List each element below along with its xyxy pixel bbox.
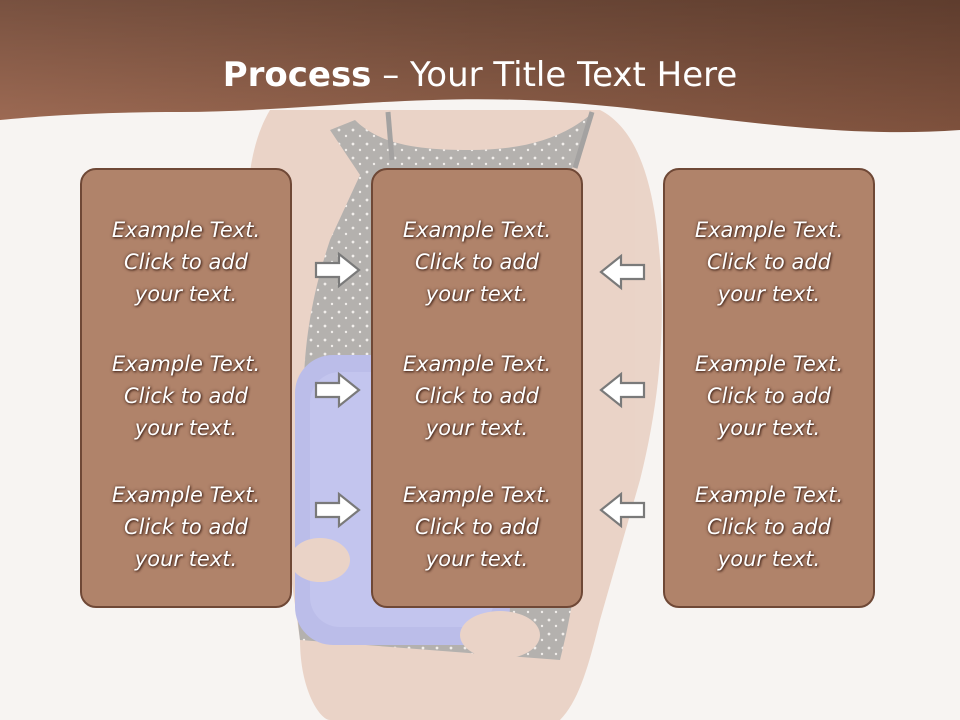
text-block[interactable]: Example Text. Click to add your text. [665,214,873,310]
text-line: Example Text. [111,218,261,242]
text-block[interactable]: Example Text. Click to add your text. [373,479,581,575]
text-line: Example Text. [694,218,844,242]
left-arrow-icon [599,253,646,291]
text-line: Click to add [706,250,831,274]
text-block[interactable]: Example Text. Click to add your text. [82,479,290,575]
text-line: Example Text. [111,483,261,507]
right-arrow-icon [314,491,361,529]
text-block[interactable]: Example Text. Click to add your text. [82,214,290,310]
text-line: Click to add [123,515,248,539]
left-arrow-icon [599,491,646,529]
text-line: your text. [425,547,529,571]
text-line: your text. [425,282,529,306]
header-banner [0,0,960,133]
text-line: your text. [717,282,821,306]
right-arrow-icon [314,251,361,289]
text-line: Example Text. [402,352,552,376]
text-line: your text. [717,416,821,440]
text-line: your text. [134,416,238,440]
text-block[interactable]: Example Text. Click to add your text. [665,348,873,444]
text-line: Example Text. [111,352,261,376]
text-line: Example Text. [402,483,552,507]
text-line: your text. [425,416,529,440]
text-line: Example Text. [402,218,552,242]
text-line: Click to add [414,250,539,274]
text-line: your text. [717,547,821,571]
text-line: Example Text. [694,483,844,507]
text-block[interactable]: Example Text. Click to add your text. [373,214,581,310]
text-block[interactable]: Example Text. Click to add your text. [373,348,581,444]
title-rest: – Your Title Text Here [371,55,738,95]
text-line: Click to add [706,384,831,408]
text-block[interactable]: Example Text. Click to add your text. [82,348,290,444]
text-box-right[interactable]: Example Text. Click to add your text. Ex… [663,168,875,608]
text-block[interactable]: Example Text. Click to add your text. [665,479,873,575]
text-line: Click to add [123,250,248,274]
text-line: Click to add [706,515,831,539]
text-line: Click to add [414,515,539,539]
title-bold: Process [222,55,372,95]
slide-title[interactable]: Process – Your Title Text Here [0,54,960,96]
text-line: your text. [134,282,238,306]
left-arrow-icon [599,371,646,409]
text-box-left[interactable]: Example Text. Click to add your text. Ex… [80,168,292,608]
text-line: Click to add [123,384,248,408]
right-arrow-icon [314,371,361,409]
text-line: Click to add [414,384,539,408]
text-line: Example Text. [694,352,844,376]
text-line: your text. [134,547,238,571]
text-box-center[interactable]: Example Text. Click to add your text. Ex… [371,168,583,608]
